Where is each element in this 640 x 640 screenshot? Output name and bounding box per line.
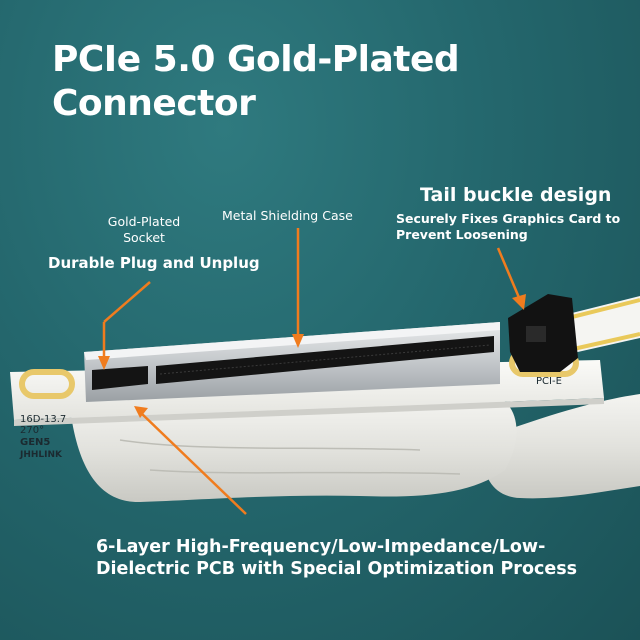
durable-plug-label: Durable Plug and Unplug [48, 254, 260, 272]
pcb-description: 6-Layer High-Frequency/Low-Impedance/Low… [96, 537, 578, 579]
silk-line3: GEN5 [20, 437, 50, 448]
ribbon-cable-front [70, 398, 517, 503]
tail-buckle-title: Tail buckle design [420, 184, 612, 206]
silk-right-label: PCI-E [536, 376, 562, 387]
silk-line1: 16D-13.7 [20, 414, 66, 425]
arrow-tail-buckle [496, 247, 522, 301]
silk-line4: JHHLINK [19, 450, 63, 460]
gold-plated-socket-label: Gold-Plated Socket [107, 214, 181, 245]
page-title: PCIe 5.0 Gold-Plated Connector [52, 39, 460, 124]
ribbon-cable-back [483, 394, 640, 499]
tail-buckle-desc: Securely Fixes Graphics Card to Prevent … [396, 211, 621, 242]
silk-line2: 270° [20, 425, 44, 436]
metal-shielding-label: Metal Shielding Case [222, 208, 353, 223]
socket-slot-short [92, 366, 148, 390]
arrow-gold-socket [103, 281, 151, 323]
ribbon-flat-top [560, 296, 640, 356]
gold-contact-left [19, 369, 75, 399]
arrow-pcb [139, 411, 247, 515]
